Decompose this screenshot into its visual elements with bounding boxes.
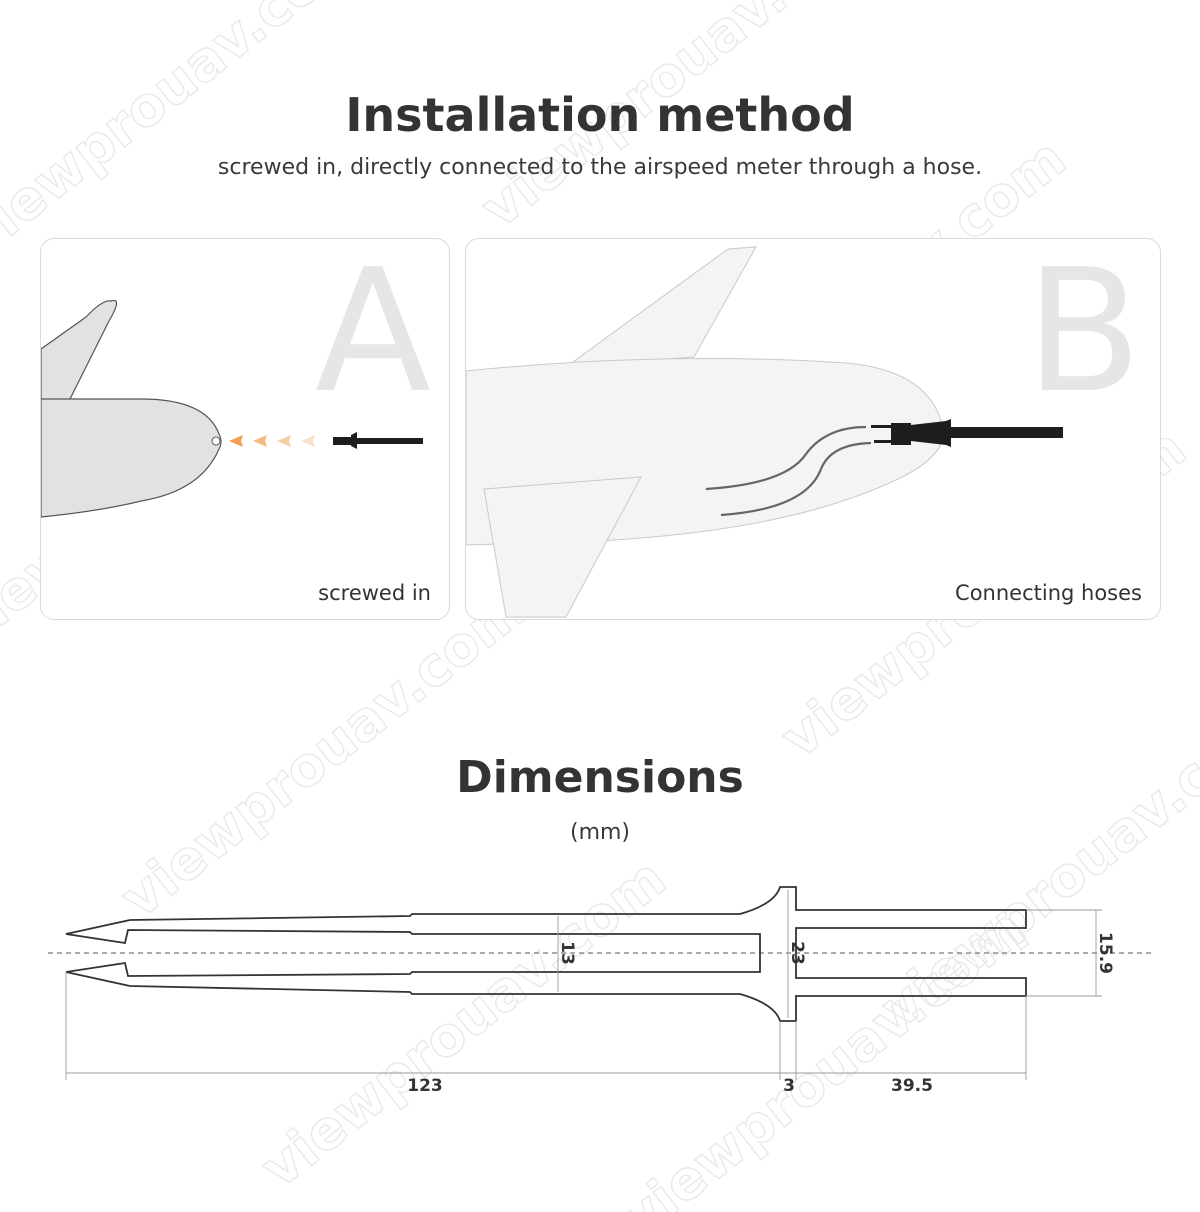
- page-subtitle: screwed in, directly connected to the ai…: [217, 155, 983, 180]
- fuselage-shape: [41, 398, 222, 518]
- dimensions-unit: (mm): [569, 820, 631, 845]
- mount-hole: [211, 436, 221, 446]
- dimension-label-rear-diameter: 15.9: [1095, 932, 1115, 974]
- dimensions-title: Dimensions: [456, 752, 744, 803]
- arrow-icon: [253, 435, 267, 447]
- fuselage-hoses-illustration: [466, 246, 1063, 618]
- page-title: Installation method: [345, 88, 855, 142]
- pitot-probe-icon: [333, 432, 423, 449]
- hose-line: [720, 441, 872, 517]
- panel-screwed-in: A screwed in: [40, 238, 450, 620]
- probe-dimension-drawing: 123 3 39.5 13 23 15.9: [48, 886, 1152, 1096]
- panel-letter: B: [1025, 238, 1142, 431]
- dimension-label-collar-diameter: 23: [787, 941, 807, 965]
- panel-connecting-hoses: B Connecting hoses: [465, 238, 1161, 620]
- wing-shape: [41, 299, 118, 402]
- arrow-icon: [229, 435, 243, 447]
- dimension-label-collar-width: 3: [783, 1076, 795, 1096]
- arrow-icon: [277, 435, 291, 447]
- probe-outline: [65, 886, 1027, 1022]
- fuselage-nose-illustration: [41, 299, 423, 518]
- panel-caption: Connecting hoses: [955, 581, 1142, 605]
- dimension-label-inner-diameter: 13: [557, 941, 577, 965]
- panel-caption: screwed in: [318, 581, 431, 605]
- wing-shape: [483, 476, 642, 618]
- hose-line: [705, 425, 867, 491]
- dimension-label-rear-length: 39.5: [891, 1076, 933, 1096]
- arrow-icon: [301, 435, 315, 447]
- dimension-label-length: 123: [407, 1076, 443, 1096]
- pitot-probe-icon: [871, 419, 1063, 447]
- panel-letter: A: [314, 238, 431, 431]
- wing-shape: [564, 246, 757, 368]
